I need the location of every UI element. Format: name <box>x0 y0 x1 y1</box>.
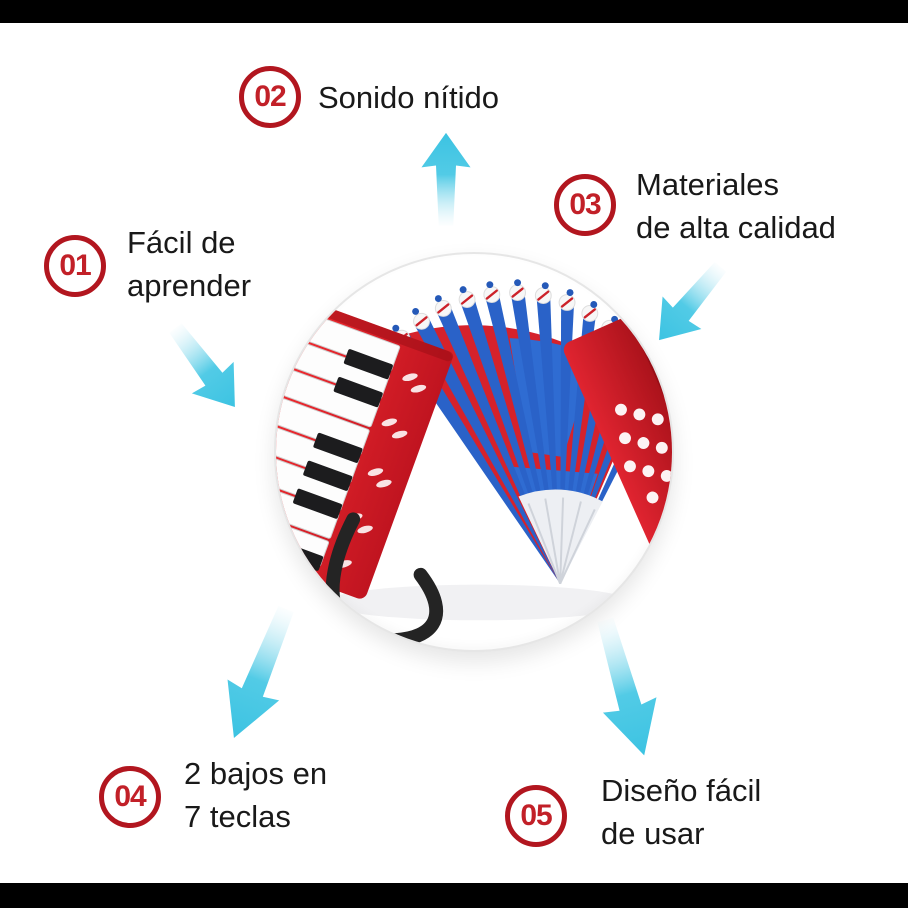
feature-badge-04: 04 <box>99 766 161 828</box>
feature-label-line: de usar <box>601 816 705 851</box>
piano-white-keys <box>276 314 401 567</box>
center-circle <box>274 252 674 652</box>
feature-badge-03: 03 <box>554 174 616 236</box>
feature-number: 04 <box>114 780 146 813</box>
feature-label-line: Materiales <box>636 167 779 202</box>
arrow-icon-04 <box>227 605 294 739</box>
feature-number: 05 <box>520 799 552 832</box>
feature-badge-01: 01 <box>44 235 106 297</box>
arrow-icon-01 <box>169 323 235 408</box>
feature-label-02: Sonido nítido <box>318 76 499 119</box>
feature-number: 01 <box>59 249 91 282</box>
accordion-keyboard-body <box>276 303 454 599</box>
bass-buttons <box>615 403 672 504</box>
arrow-icon-03 <box>659 261 727 341</box>
feature-label-line: aprender <box>127 268 252 303</box>
feature-label-line: 2 bajos en <box>184 756 328 791</box>
feature-label-line: 7 teclas <box>184 799 291 834</box>
arrow-icon-05 <box>597 617 657 756</box>
top-letterbox-bar <box>0 0 908 23</box>
feature-label-01: Fácil de aprender <box>127 221 251 307</box>
feature-label-line: Diseño fácil <box>601 773 762 808</box>
feature-label-03: Materiales de alta calidad <box>636 163 836 249</box>
arrow-icon-02 <box>421 132 471 226</box>
feature-number: 03 <box>569 188 601 221</box>
feature-label-line: de alta calidad <box>636 210 836 245</box>
feature-label-04: 2 bajos en 7 teclas <box>184 752 327 838</box>
feature-label-line: Fácil de <box>127 225 236 260</box>
feature-badge-02: 02 <box>239 66 301 128</box>
feature-label-line: Sonido nítido <box>318 80 499 115</box>
toy-accordion-illustration <box>276 279 672 648</box>
feature-number: 02 <box>254 80 286 113</box>
feature-label-05: Diseño fácil de usar <box>601 769 761 855</box>
feature-badge-05: 05 <box>505 785 567 847</box>
bottom-letterbox-bar <box>0 883 908 908</box>
